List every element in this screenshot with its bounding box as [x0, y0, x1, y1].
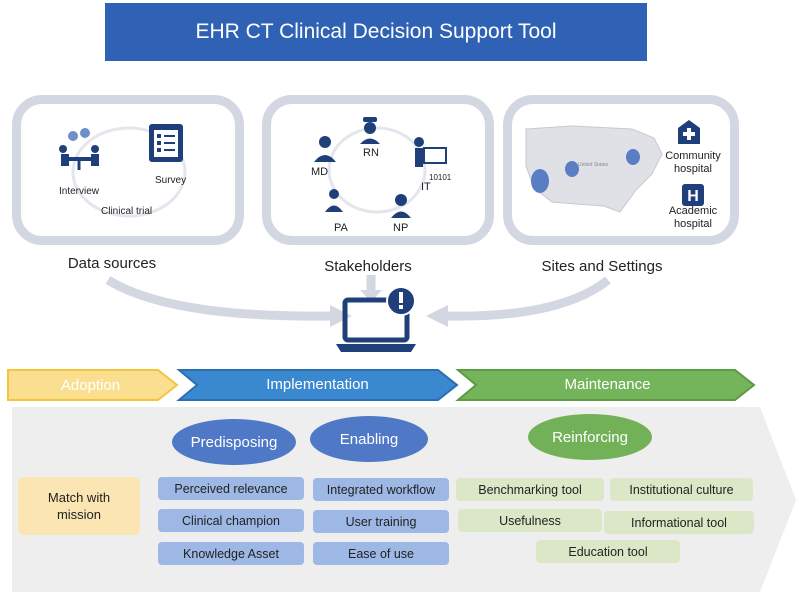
phase-maintenance-shape — [455, 369, 756, 401]
factor-ease-of-use: Ease of use — [313, 542, 449, 565]
phase-maintenance: Maintenance — [564, 376, 651, 393]
factor-integrated-workflow: Integrated workflow — [313, 478, 449, 501]
factor-clinical-champion: Clinical champion — [158, 509, 304, 532]
factor-institutional-culture: Institutional culture — [610, 478, 753, 501]
arrow-left-head — [330, 305, 352, 327]
survey-clipboard-icon — [149, 124, 183, 162]
stakeholders-label: Stakeholders — [324, 258, 412, 275]
interview-label: Interview — [59, 186, 100, 197]
factor-user-training: User training — [313, 510, 449, 533]
phase-implementation-shape — [176, 369, 459, 401]
predisposing-oval: Predisposing — [172, 419, 296, 465]
stakeholders-panel: RN MD 10101 IT PA NP — [262, 95, 494, 245]
factor-informational-tool: Informational tool — [604, 511, 754, 534]
clinical-trial-label: Clinical trial — [101, 206, 153, 217]
factor-education-tool: Education tool — [536, 540, 680, 563]
pa-label: PA — [334, 222, 348, 234]
doctor-icon — [314, 136, 336, 162]
factor-knowledge-asset: Knowledge Asset — [158, 542, 304, 565]
nurse-icon — [360, 117, 380, 144]
reinforcing-oval: Reinforcing — [528, 414, 652, 460]
arrow-left — [105, 276, 331, 321]
arrow-right-head — [426, 305, 448, 327]
meeting-icon — [59, 128, 99, 170]
us-map-icon — [525, 125, 663, 213]
phase-adoption: Adoption — [60, 377, 121, 394]
enabling-oval: Enabling — [310, 416, 428, 462]
map-label: United States — [578, 162, 609, 168]
pa-icon — [325, 189, 343, 212]
np-icon — [391, 194, 411, 218]
match-with-mission-label: Match with mission — [47, 490, 111, 522]
phase-implementation: Implementation — [266, 376, 369, 393]
sites-label: Sites and Settings — [541, 258, 663, 275]
data-sources-label: Data sources — [67, 255, 157, 272]
data-sources-panel: Interview Survey Clinical trial — [12, 95, 244, 245]
np-label: NP — [393, 222, 409, 234]
it-label: IT — [421, 181, 431, 193]
survey-label: Survey — [155, 175, 187, 186]
it-person-icon — [414, 137, 447, 167]
sites-panel: H United States Community hospital Acade… — [503, 95, 739, 245]
community-hospital-label: Community hospital — [665, 150, 721, 175]
page-title: EHR CT Clinical Decision Support Tool — [105, 3, 647, 61]
md-label: MD — [311, 166, 329, 178]
factor-perceived-relevance: Perceived relevance — [158, 477, 304, 500]
arrow-middle-head — [360, 290, 382, 302]
match-with-mission-box: Match with mission — [18, 477, 140, 535]
it-screen-text: 10101 — [429, 173, 452, 182]
svg-text:H: H — [687, 188, 699, 205]
rn-label: RN — [363, 147, 379, 159]
arrow-right — [447, 276, 611, 321]
academic-hospital-icon: H — [682, 184, 704, 206]
factor-benchmarking-tool: Benchmarking tool — [456, 478, 604, 501]
laptop-icon — [336, 286, 416, 352]
factor-usefulness: Usefulness — [458, 509, 602, 532]
academic-hospital-label: Academic hospital — [668, 205, 718, 230]
community-hospital-icon — [678, 120, 700, 144]
phase-adoption-shape — [7, 369, 179, 401]
